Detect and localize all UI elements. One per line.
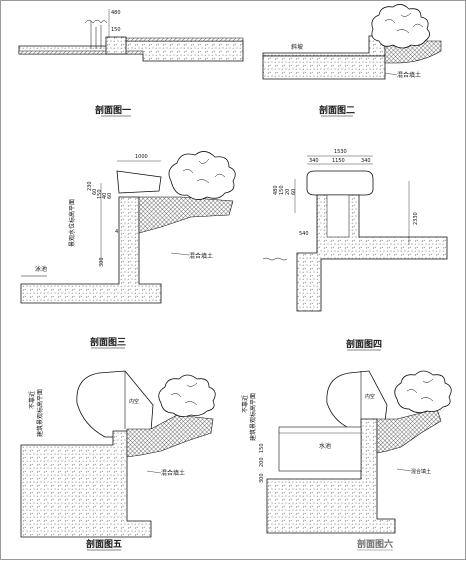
section-1-paving-upper	[125, 37, 244, 42]
section-4-structure	[296, 194, 448, 312]
section-3-dim-top: 1000	[135, 154, 148, 160]
section-5-label-vertical-a: 不靠近	[28, 391, 36, 409]
section-5-title: 剖面图五	[86, 538, 122, 550]
section-4-dim-left-0: 480	[273, 185, 279, 195]
section-1-plants	[90, 21, 102, 49]
section-3-dim-left-2: 150	[97, 189, 103, 199]
section-6-label-void: 内空	[365, 393, 375, 400]
section-3-dim-left-3: 40	[102, 193, 108, 199]
section-5-structure	[20, 430, 152, 538]
section-3-dim-left-4: 60	[107, 193, 113, 199]
section-2-base	[262, 55, 386, 80]
section-4-dim-left-1: 150	[279, 185, 285, 195]
section-4-dim-part-2: 340	[361, 158, 371, 164]
section-5-label-soil: 混合填土	[161, 469, 185, 477]
section-1-dim-b: 150	[111, 27, 121, 33]
section-4-dim-low: 540	[299, 231, 309, 237]
section-1: 480 150 剖面图一	[18, 9, 244, 117]
section-3: 1000 230 60 150 40 60 300 4 景观水位标高平面 泳池 …	[20, 151, 236, 349]
section-6-pool	[278, 426, 362, 472]
section-6-label-vertical-b: 建筑景观标高平面	[249, 393, 257, 441]
section-6-shrub-detail	[406, 378, 434, 402]
section-4: 1530 340 1150 340 480 150 20 60 2330 540…	[262, 149, 448, 351]
section-1-dim-a: 480	[111, 10, 121, 16]
section-2-shrub-detail	[384, 12, 424, 34]
shrub-icon	[371, 4, 430, 49]
section-4-coping	[306, 170, 374, 196]
section-6-dim-left-1: 200	[259, 457, 265, 467]
section-2-label-slope: 斜坡	[291, 43, 303, 51]
section-1-title: 剖面图一	[95, 104, 131, 116]
section-2-label-soil: 混合填土	[397, 71, 421, 79]
section-2-slab	[262, 35, 386, 57]
water-wave-icon	[262, 257, 288, 261]
section-1-plant-tops	[84, 19, 108, 24]
section-6-soil	[376, 408, 442, 454]
section-5-soil	[126, 414, 214, 458]
section-4-dim-left-3: 60	[291, 189, 297, 195]
section-4-cavity	[326, 194, 350, 238]
section-4-dim-left-2: 20	[285, 189, 291, 195]
section-1-curb	[105, 36, 127, 55]
section-3-dim-low: 300	[99, 257, 105, 267]
section-3-label-vertical: 景观水位标高平面	[68, 199, 76, 247]
section-3-shrub-detail	[182, 158, 226, 184]
section-1-paving	[18, 50, 144, 55]
section-5-rock	[76, 370, 154, 438]
section-6: 内空 水池 不靠近 建筑景观标高平面 150 200 300 混合填土 剖面图六	[241, 370, 452, 551]
section-3-label-pool: 泳池	[35, 265, 47, 273]
shrub-icon	[168, 151, 236, 200]
section-5-label-vertical-b: 建筑景观标高平面	[36, 389, 44, 437]
section-4-dim-part-1: 1150	[332, 158, 345, 164]
section-4-dim-height: 2330	[413, 212, 419, 225]
section-4-title: 剖面图四	[346, 338, 382, 350]
section-3-soil	[138, 196, 234, 234]
section-6-label-soil: 混合填土	[411, 468, 431, 475]
section-3-dim-left-0: 230	[87, 181, 93, 191]
section-3-coping	[116, 170, 162, 194]
section-3-dim-left-1: 60	[92, 189, 98, 195]
section-6-dim-left-0: 150	[259, 443, 265, 453]
section-4-dim-total: 1530	[334, 149, 347, 155]
shrub-icon	[158, 374, 216, 417]
section-3-leader	[170, 252, 190, 256]
section-5-leader	[146, 470, 162, 474]
section-2: 斜坡 混合填土 剖面图二	[262, 4, 442, 117]
section-6-label-pool: 水池	[319, 442, 331, 450]
section-3-title: 剖面图三	[90, 336, 126, 348]
section-6-dim-left-2: 300	[259, 473, 265, 483]
section-2-leader	[384, 72, 398, 76]
section-5: 内空 不靠近 建筑景观标高平面 混合填土 剖面图五	[20, 370, 216, 551]
section-6-label-vertical-a: 不靠近	[241, 395, 249, 413]
section-6-title: 剖面图六	[357, 538, 393, 550]
shrub-icon	[394, 370, 452, 413]
section-5-shrub-detail	[170, 382, 198, 406]
section-3-dim-low2: 4	[115, 229, 118, 235]
section-3-label-soil: 混合填土	[189, 252, 213, 260]
section-4-dim-part-0: 340	[309, 158, 319, 164]
section-6-leader	[396, 468, 412, 472]
section-5-label-void: 内空	[129, 398, 139, 405]
section-2-title: 剖面图二	[319, 104, 355, 116]
